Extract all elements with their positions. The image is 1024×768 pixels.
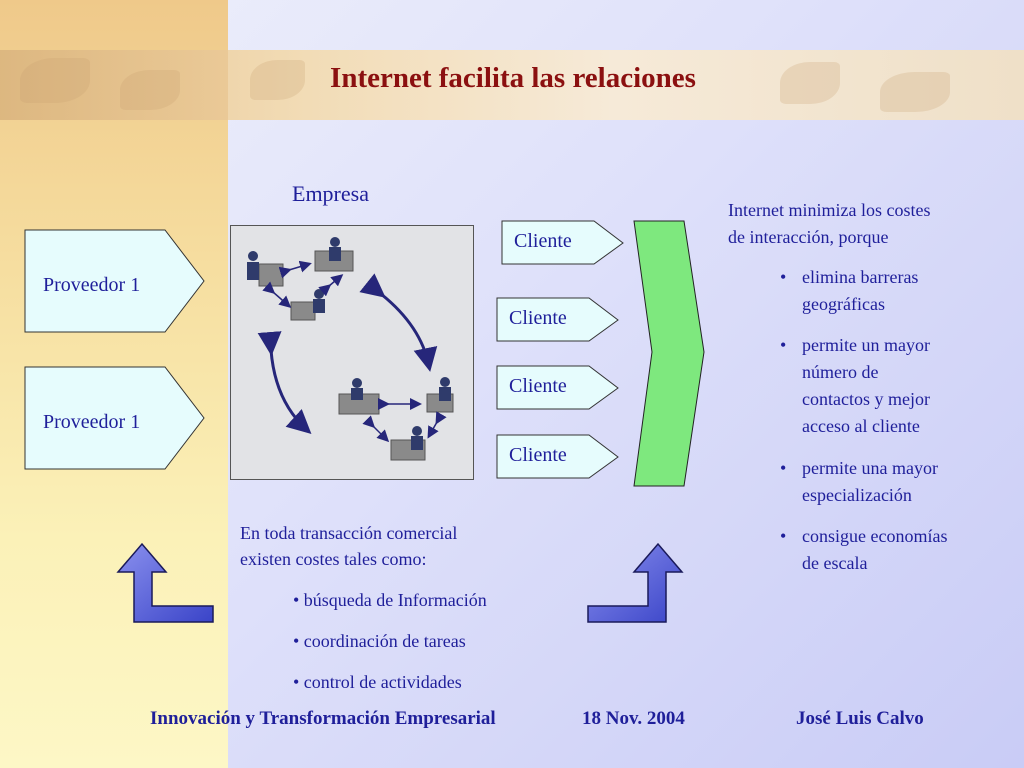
benefit-line: consigue economías — [802, 526, 948, 546]
proveedor-shape: Proveedor 1 — [24, 229, 205, 333]
office-workers-illustration — [247, 237, 454, 461]
pentagon-shape-outline — [496, 434, 619, 479]
green-chevron-shape — [633, 220, 705, 487]
pentagon-shape-outline — [24, 229, 205, 333]
pentagon-shape-outline — [496, 297, 619, 342]
bent-up-arrow-left — [116, 542, 214, 623]
bullet-icon: • — [780, 458, 787, 478]
empresa-label: Empresa — [292, 181, 369, 206]
cliente-shape: Cliente — [496, 434, 619, 479]
top-band-corner — [0, 50, 228, 120]
benefit-line: elimina barreras — [802, 267, 919, 287]
costs-intro-line: En toda transacción comercial — [240, 523, 458, 543]
leaf-decoration — [120, 70, 180, 110]
leaf-decoration — [250, 60, 305, 100]
cliente-label: Cliente — [509, 375, 567, 397]
benefit-line: especialización — [802, 485, 912, 505]
leaf-decoration — [780, 62, 840, 104]
cliente-label: Cliente — [509, 307, 567, 329]
benefit-line: de escala — [802, 553, 868, 573]
costs-intro-line: existen costes tales como: — [240, 549, 427, 569]
benefit-item: • permite una mayor especialización — [780, 455, 1000, 509]
footer-course: Innovación y Transformación Empresarial — [150, 708, 496, 729]
bullet-icon: • — [780, 335, 787, 355]
benefit-line: acceso al cliente — [802, 416, 920, 436]
proveedor-shape: Proveedor 1 — [24, 366, 205, 470]
footer-date: 18 Nov. 2004 — [582, 708, 685, 729]
cliente-shape: Cliente — [496, 297, 619, 342]
benefits-intro-line: de interacción, porque — [728, 227, 889, 247]
benefit-line: número de — [802, 362, 879, 382]
bent-up-arrow-right — [587, 542, 684, 623]
benefit-line: permite un mayor — [802, 335, 930, 355]
bullet-icon: • — [780, 267, 787, 287]
bullet-icon: • — [780, 526, 787, 546]
benefit-line: contactos y mejor — [802, 389, 930, 409]
cost-item: • control de actividades — [293, 672, 462, 692]
benefit-item: • permite un mayor número de contactos y… — [780, 332, 1000, 440]
cliente-label: Cliente — [514, 230, 572, 252]
costs-description: En toda transacción comercial existen co… — [240, 520, 457, 572]
benefit-line: permite una mayor — [802, 458, 938, 478]
pentagon-shape-outline — [501, 220, 624, 265]
cliente-shape: Cliente — [501, 220, 624, 265]
proveedor-label: Proveedor 1 — [43, 411, 141, 433]
benefit-item: • consigue economías de escala — [780, 523, 1000, 577]
pentagon-shape-outline — [24, 366, 205, 470]
footer-author: José Luis Calvo — [796, 708, 924, 729]
leaf-decoration — [880, 72, 950, 112]
benefits-intro: Internet minimiza los costes de interacc… — [728, 197, 1008, 251]
benefit-line: geográficas — [802, 294, 885, 314]
cliente-shape: Cliente — [496, 365, 619, 410]
proveedor-label: Proveedor 1 — [43, 274, 141, 296]
cost-item: • búsqueda de Información — [293, 590, 487, 610]
slide-footer: Innovación y Transformación Empresarial … — [0, 708, 1024, 734]
pentagon-shape-outline — [496, 365, 619, 410]
slide-title: Internet facilita las relaciones — [330, 62, 696, 94]
empresa-box — [230, 225, 474, 480]
cost-item: • coordinación de tareas — [293, 631, 466, 651]
benefit-item: • elimina barreras geográficas — [780, 264, 1000, 318]
leaf-decoration — [20, 58, 90, 103]
cliente-label: Cliente — [509, 444, 567, 466]
benefits-intro-line: Internet minimiza los costes — [728, 200, 931, 220]
